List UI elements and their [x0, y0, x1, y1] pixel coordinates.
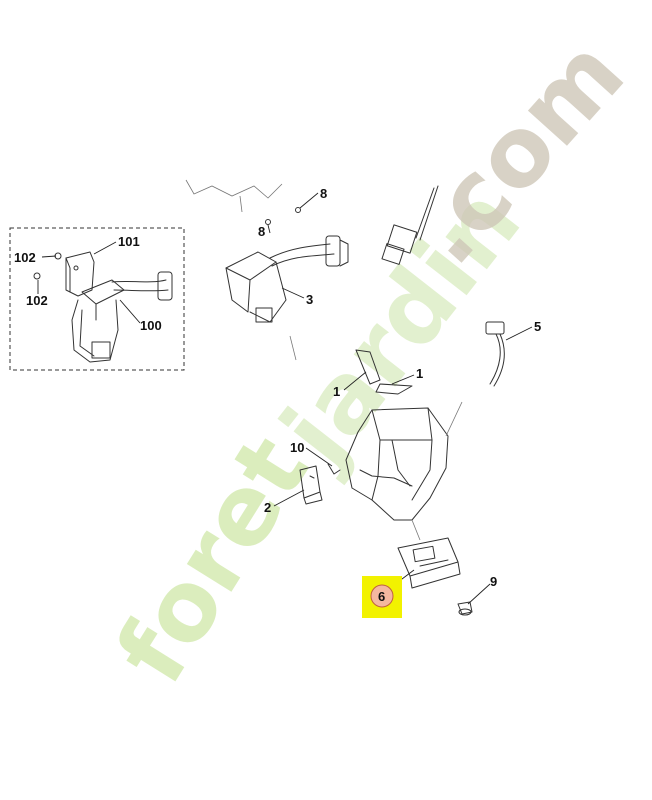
- callout-6[interactable]: 6: [378, 589, 385, 604]
- housing-drawing: [345, 401, 463, 541]
- callout-100[interactable]: 100: [140, 318, 162, 333]
- callout-5[interactable]: 5: [534, 319, 541, 334]
- highlight-circle-6: [370, 584, 394, 608]
- screw-9-drawing: [457, 601, 473, 616]
- callout-9[interactable]: 9: [490, 574, 497, 589]
- connector-drawing: [381, 185, 439, 265]
- callout-102-upper[interactable]: 102: [14, 250, 36, 265]
- harness-3-drawing: [185, 179, 349, 361]
- bracket-2-drawing: [299, 465, 323, 505]
- watermark-text-green: foret: [95, 417, 331, 702]
- harness-100-drawing: [71, 271, 173, 363]
- callout-3[interactable]: 3: [306, 292, 313, 307]
- inset-dashed-frame: [9, 227, 185, 371]
- callout-labels: 101 102 102 100 8 8 3 5 1 1 10 2 6 9: [14, 186, 541, 604]
- module-6-drawing: [397, 537, 461, 589]
- callout-2[interactable]: 2: [264, 500, 271, 515]
- callout-10[interactable]: 10: [290, 440, 304, 455]
- cable-5-drawing: [485, 321, 505, 387]
- callout-102-lower[interactable]: 102: [26, 293, 48, 308]
- callout-1-right[interactable]: 1: [416, 366, 423, 381]
- clip-10-drawing: [327, 463, 341, 475]
- callout-8-upper[interactable]: 8: [320, 186, 327, 201]
- bracket-101-drawing: [65, 251, 95, 297]
- callout-101[interactable]: 101: [118, 234, 140, 249]
- leader-lines: [37, 192, 533, 605]
- callout-1-left[interactable]: 1: [333, 384, 340, 399]
- callout-8-lower[interactable]: 8: [258, 224, 265, 239]
